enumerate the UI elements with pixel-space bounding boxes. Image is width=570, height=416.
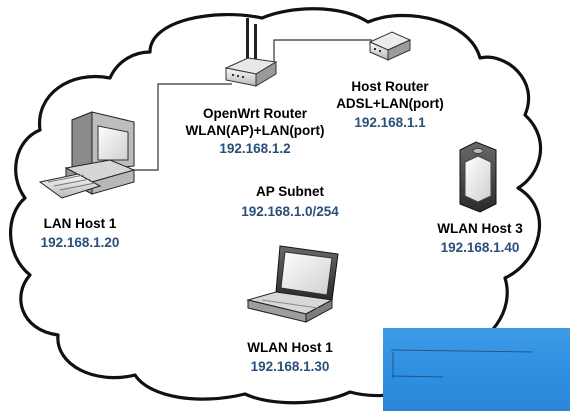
wlan-host1-ip: 192.168.1.30 <box>250 359 330 374</box>
lan-host1-name: LAN Host 1 <box>43 216 117 231</box>
overlay-marks <box>390 349 534 378</box>
wlan-host3-ip: 192.168.1.40 <box>440 240 520 255</box>
wlan-host1-name: WLAN Host 1 <box>247 340 333 355</box>
wireless-router-icon <box>224 18 278 87</box>
subnet-name: AP Subnet <box>255 184 324 199</box>
openwrt-router-desc: WLAN(AP)+LAN(port) <box>185 123 325 138</box>
host-router-name: Host Router <box>351 79 429 94</box>
host-router-ip: 192.168.1.1 <box>354 115 426 130</box>
subnet-range: 192.168.1.0/254 <box>241 204 339 219</box>
host-router-desc: ADSL+LAN(port) <box>336 96 444 111</box>
laptop-icon <box>246 245 339 323</box>
wlan-host3-name: WLAN Host 3 <box>437 221 523 236</box>
openwrt-router-ip: 192.168.1.2 <box>219 141 291 156</box>
desktop-computer-icon <box>38 111 136 199</box>
pda-icon <box>459 141 497 213</box>
router-icon <box>368 31 412 61</box>
blue-overlay-panel <box>383 328 570 411</box>
link-openwrt-to-lan-host1 <box>126 83 232 171</box>
openwrt-router-name: OpenWrt Router <box>203 106 307 121</box>
lan-host1-ip: 192.168.1.20 <box>40 235 120 250</box>
